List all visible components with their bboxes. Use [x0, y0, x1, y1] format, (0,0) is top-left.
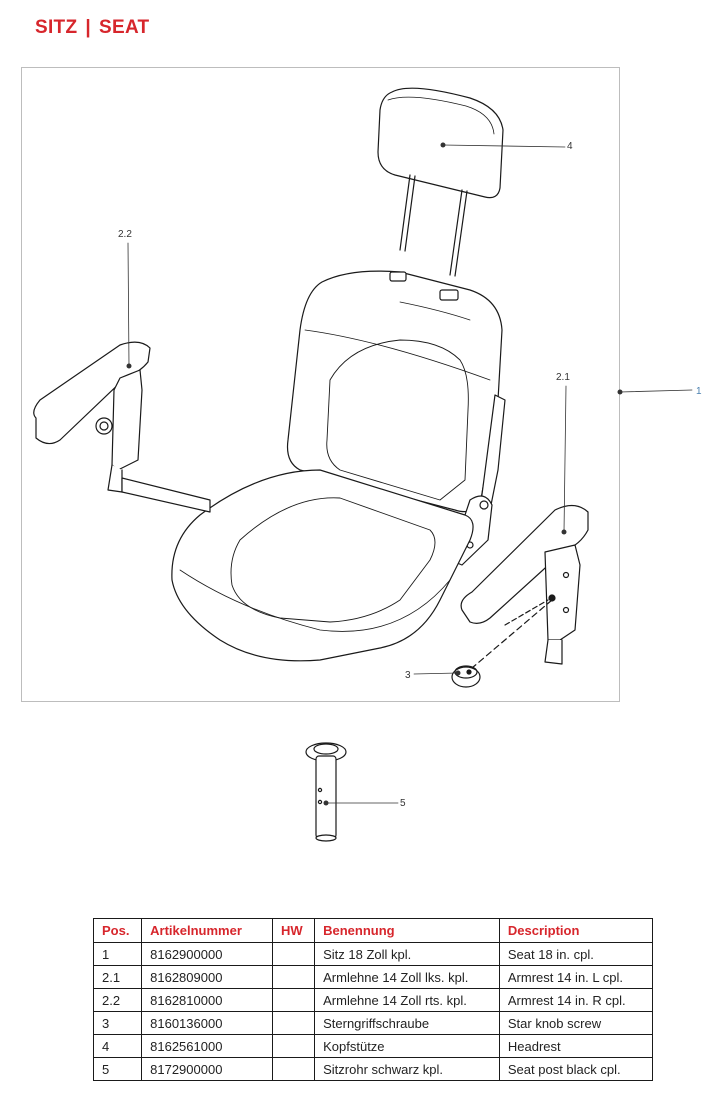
- table-row: 5 8172900000 Sitzrohr schwarz kpl. Seat …: [92, 1057, 654, 1081]
- parts-table: Pos. Artikelnummer HW Benennung Descript…: [92, 918, 654, 1081]
- cell-hw: [271, 965, 316, 989]
- table-row: 1 8162900000 Sitz 18 Zoll kpl. Seat 18 i…: [92, 942, 654, 966]
- cell-benennung: Kopfstütze: [314, 1034, 500, 1058]
- cell-pos: 4: [92, 1034, 143, 1058]
- callout-2-1: 2.1: [556, 372, 570, 383]
- cell-pos: 2.1: [92, 965, 143, 989]
- cell-description: Armrest 14 in. L cpl.: [498, 965, 654, 989]
- callout-4: 4: [567, 141, 573, 152]
- cell-benennung: Sterngriffschraube: [314, 1011, 500, 1035]
- cell-pos: 3: [92, 1011, 143, 1035]
- cell-pos: 1: [92, 942, 143, 966]
- table-row: 2.2 8162810000 Armlehne 14 Zoll rts. kpl…: [92, 988, 654, 1012]
- table-header-row: Pos. Artikelnummer HW Benennung Descript…: [92, 918, 654, 943]
- cell-description: Seat post black cpl.: [498, 1057, 654, 1081]
- armrest-right-drawing: [460, 504, 589, 669]
- cell-benennung: Sitzrohr schwarz kpl.: [314, 1057, 500, 1081]
- callout-1: 1: [696, 386, 702, 397]
- cell-description: Armrest 14 in. R cpl.: [498, 988, 654, 1012]
- callout-5: 5: [400, 798, 406, 809]
- cell-article-number: 8160136000: [141, 1011, 273, 1035]
- header-benennung: Benennung: [314, 918, 500, 943]
- cell-article-number: 8162809000: [141, 965, 273, 989]
- cell-article-number: 8162900000: [141, 942, 273, 966]
- title-english: SEAT: [99, 17, 150, 38]
- table-row: 4 8162561000 Kopfstütze Headrest: [92, 1034, 654, 1058]
- cell-hw: [271, 1034, 316, 1058]
- leader-lines: [127, 144, 693, 804]
- title-german: SITZ: [35, 17, 78, 38]
- cell-article-number: 8172900000: [141, 1057, 273, 1081]
- table-row: 2.1 8162809000 Armlehne 14 Zoll lks. kpl…: [92, 965, 654, 989]
- cell-article-number: 8162561000: [141, 1034, 273, 1058]
- cell-description: Headrest: [498, 1034, 654, 1058]
- cell-benennung: Armlehne 14 Zoll lks. kpl.: [314, 965, 500, 989]
- cell-hw: [271, 1057, 316, 1081]
- cell-pos: 2.2: [92, 988, 143, 1012]
- cell-pos: 5: [92, 1057, 143, 1081]
- seat-cushion-drawing: [171, 469, 474, 662]
- exploded-view-frame: [21, 67, 620, 702]
- cell-benennung: Sitz 18 Zoll kpl.: [314, 942, 500, 966]
- armrest-left-drawing: [33, 341, 211, 513]
- cell-article-number: 8162810000: [141, 988, 273, 1012]
- page-title: SITZ | SEAT: [35, 17, 149, 39]
- headrest-drawing: [377, 87, 504, 277]
- header-description: Description: [498, 918, 654, 943]
- seat-post-drawing: [305, 742, 347, 842]
- cell-hw: [271, 942, 316, 966]
- header-pos: Pos.: [92, 918, 143, 943]
- callout-3: 3: [405, 670, 411, 681]
- callout-2-2: 2.2: [118, 229, 132, 240]
- table-row: 3 8160136000 Sterngriffschraube Star kno…: [92, 1011, 654, 1035]
- header-article-number: Artikelnummer: [141, 918, 273, 943]
- cell-description: Star knob screw: [498, 1011, 654, 1035]
- cell-description: Seat 18 in. cpl.: [498, 942, 654, 966]
- cell-hw: [271, 1011, 316, 1035]
- header-hw: HW: [271, 918, 316, 943]
- cell-benennung: Armlehne 14 Zoll rts. kpl.: [314, 988, 500, 1012]
- star-knob-drawing: [451, 665, 481, 688]
- cell-hw: [271, 988, 316, 1012]
- leader-dots: [126, 142, 623, 806]
- title-separator: |: [85, 17, 91, 38]
